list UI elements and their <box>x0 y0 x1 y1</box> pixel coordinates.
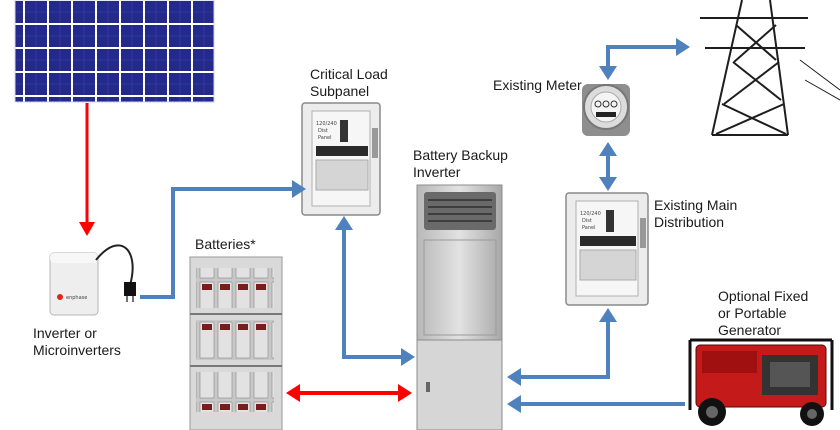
solar-array-icon <box>14 0 215 103</box>
inverter-cabinet-icon <box>416 184 503 430</box>
main-panel-icon: 120/240 Dist Panel <box>565 192 649 306</box>
red-arrow-solar-to-inverter <box>79 103 95 236</box>
red-arrow-battery-inverter <box>286 384 412 402</box>
label-batteries: Batteries* <box>195 236 256 252</box>
blue-arrow-main-to-inverter <box>518 318 610 379</box>
subpanel-rating: 120/240 <box>316 121 337 127</box>
label-battery-backup-inverter: Battery Backup Inverter <box>413 147 508 180</box>
blue-arrowhead-up-subpanel <box>335 216 353 230</box>
label-inverter-microinverters: Inverter or Microinverters <box>33 325 121 358</box>
main-panel-rating: 120/240 <box>580 211 601 217</box>
label-optional-generator: Optional Fixed or Portable Generator <box>718 288 809 338</box>
enphase-label: enphase <box>66 295 87 301</box>
transmission-tower-icon <box>700 0 840 136</box>
blue-arrow-subpanel-to-inverter <box>342 226 405 359</box>
blue-arrow-meter-tower <box>606 45 678 70</box>
blue-arrowhead-down-meter <box>599 66 617 80</box>
blue-arrowhead-generator <box>507 395 521 413</box>
blue-arrowhead-down-main <box>599 177 617 191</box>
subpanel-line3: Panel <box>318 135 332 141</box>
blue-arrow-inverter-to-subpanel <box>140 187 298 299</box>
subpanel-icon: 120/240 Dist Panel <box>301 102 381 216</box>
main-panel-line2: Dist <box>582 218 592 224</box>
blue-arrowhead-inverter-left <box>401 348 415 366</box>
blue-arrowhead-up-main <box>599 308 617 322</box>
microinverter-icon: enphase <box>49 244 136 316</box>
blue-arrowhead-subpanel <box>292 180 306 198</box>
label-existing-meter: Existing Meter <box>493 77 582 93</box>
subpanel-line2: Dist <box>318 128 328 134</box>
label-existing-main-distribution: Existing Main Distribution <box>654 197 738 230</box>
battery-bank-icon <box>189 256 283 430</box>
main-panel-line3: Panel <box>582 225 596 231</box>
label-critical-load-subpanel: Critical Load Subpanel <box>310 66 388 99</box>
meter-icon <box>582 84 630 136</box>
generator-icon <box>688 338 834 426</box>
blue-arrowhead-tower <box>676 38 690 56</box>
blue-arrowhead-inverter-right <box>507 368 521 386</box>
blue-arrowhead-up-meter <box>599 142 617 156</box>
